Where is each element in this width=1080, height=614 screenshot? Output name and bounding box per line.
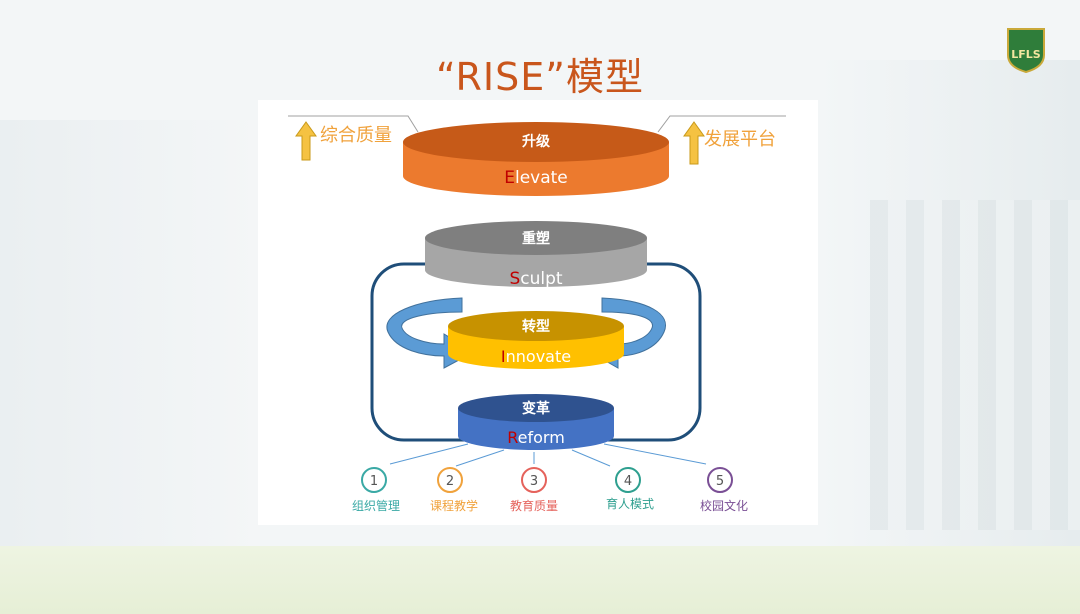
right-guide-line (657, 115, 786, 133)
item-3-number: 3 (530, 474, 538, 489)
layer-reform-cn: 变革 (522, 400, 550, 417)
item-2-number: 2 (446, 474, 454, 489)
item-3-label: 教育质量 (510, 498, 558, 513)
item-4-number: 4 (624, 474, 632, 489)
item-4: 4 育人模式 (606, 467, 654, 511)
item-2-label: 课程教学 (430, 498, 478, 513)
layer-sculpt-en: Sculpt (509, 269, 562, 289)
layer-reform-rest: eform (518, 428, 565, 447)
background-grass (0, 546, 1080, 614)
page-title: “RISE”模型 (436, 55, 644, 99)
layer-sculpt-cn: 重塑 (522, 230, 550, 247)
layer-innovate: 转型 Innovate (448, 311, 624, 369)
item-1: 1 组织管理 (352, 467, 400, 513)
background-building (870, 200, 1080, 530)
item-1-number: 1 (370, 474, 378, 489)
layer-elevate: 升级 Elevate (403, 122, 669, 196)
layer-reform: 变革 Reform (458, 394, 614, 450)
rise-diagram-panel: 综合质量 发展平台 升级 Elevate 重塑 Sculpt 转型 Innova… (258, 100, 818, 525)
layer-elevate-en: Elevate (504, 168, 568, 188)
item-3: 3 教育质量 (510, 467, 558, 513)
layer-sculpt-rest: culpt (520, 269, 563, 289)
left-up-arrow-icon (295, 121, 317, 161)
layer-innovate-initial: I (501, 347, 506, 366)
layer-elevate-cn: 升级 (522, 133, 551, 150)
layer-reform-initial: R (507, 428, 518, 447)
logo-text: LFLS (1011, 48, 1041, 61)
layer-innovate-cn: 转型 (522, 318, 550, 335)
item-2: 2 课程教学 (430, 467, 478, 513)
layer-innovate-en: Innovate (501, 347, 571, 366)
layer-innovate-rest: nnovate (506, 347, 571, 366)
item-connectors (389, 443, 707, 467)
item-5-number: 5 (716, 474, 724, 489)
layer-sculpt-initial: S (509, 269, 520, 289)
layer-elevate-initial: E (504, 168, 515, 188)
item-5: 5 校园文化 (700, 467, 748, 513)
background-left (0, 120, 260, 550)
item-5-label: 校园文化 (700, 498, 748, 513)
left-guide-line (288, 115, 419, 133)
school-logo: LFLS (1007, 28, 1045, 73)
item-1-label: 组织管理 (352, 498, 400, 513)
item-4-label: 育人模式 (606, 496, 654, 511)
layer-elevate-rest: levate (515, 168, 568, 188)
left-side-label: 综合质量 (320, 125, 392, 146)
right-side-label: 发展平台 (704, 129, 776, 150)
rise-diagram: 综合质量 发展平台 升级 Elevate 重塑 Sculpt 转型 Innova… (288, 115, 786, 513)
layer-reform-en: Reform (507, 428, 565, 447)
right-up-arrow-icon (683, 121, 705, 165)
layer-sculpt: 重塑 Sculpt (425, 221, 647, 289)
